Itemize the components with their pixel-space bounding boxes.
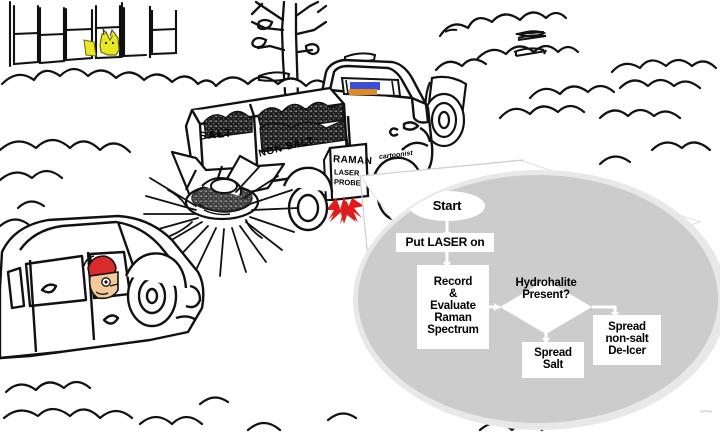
window-cat: [83, 27, 120, 57]
truck-lightbar: [340, 76, 402, 98]
flow-node-put-laser-on: [396, 233, 494, 252]
bubble-edge-hint: [699, 410, 713, 413]
flowchart: [396, 191, 661, 378]
spreader-disc: [184, 177, 260, 221]
house-windows: [8, 0, 148, 68]
flow-node-spread-deicer: [593, 315, 661, 365]
flow-node-record-evaluate: [417, 265, 489, 349]
flow-node-hydrohalite-decision: [500, 280, 592, 334]
hopper-contents: [203, 101, 347, 153]
flow-node-start: [409, 191, 485, 221]
flow-node-spread-salt: [522, 342, 584, 378]
car-driver: [83, 255, 119, 300]
snow-bushes: [0, 11, 718, 432]
road-marks: [258, 28, 547, 82]
spray-fan: [143, 165, 299, 277]
laser-beam: [326, 196, 364, 224]
house-right: [148, 6, 178, 58]
